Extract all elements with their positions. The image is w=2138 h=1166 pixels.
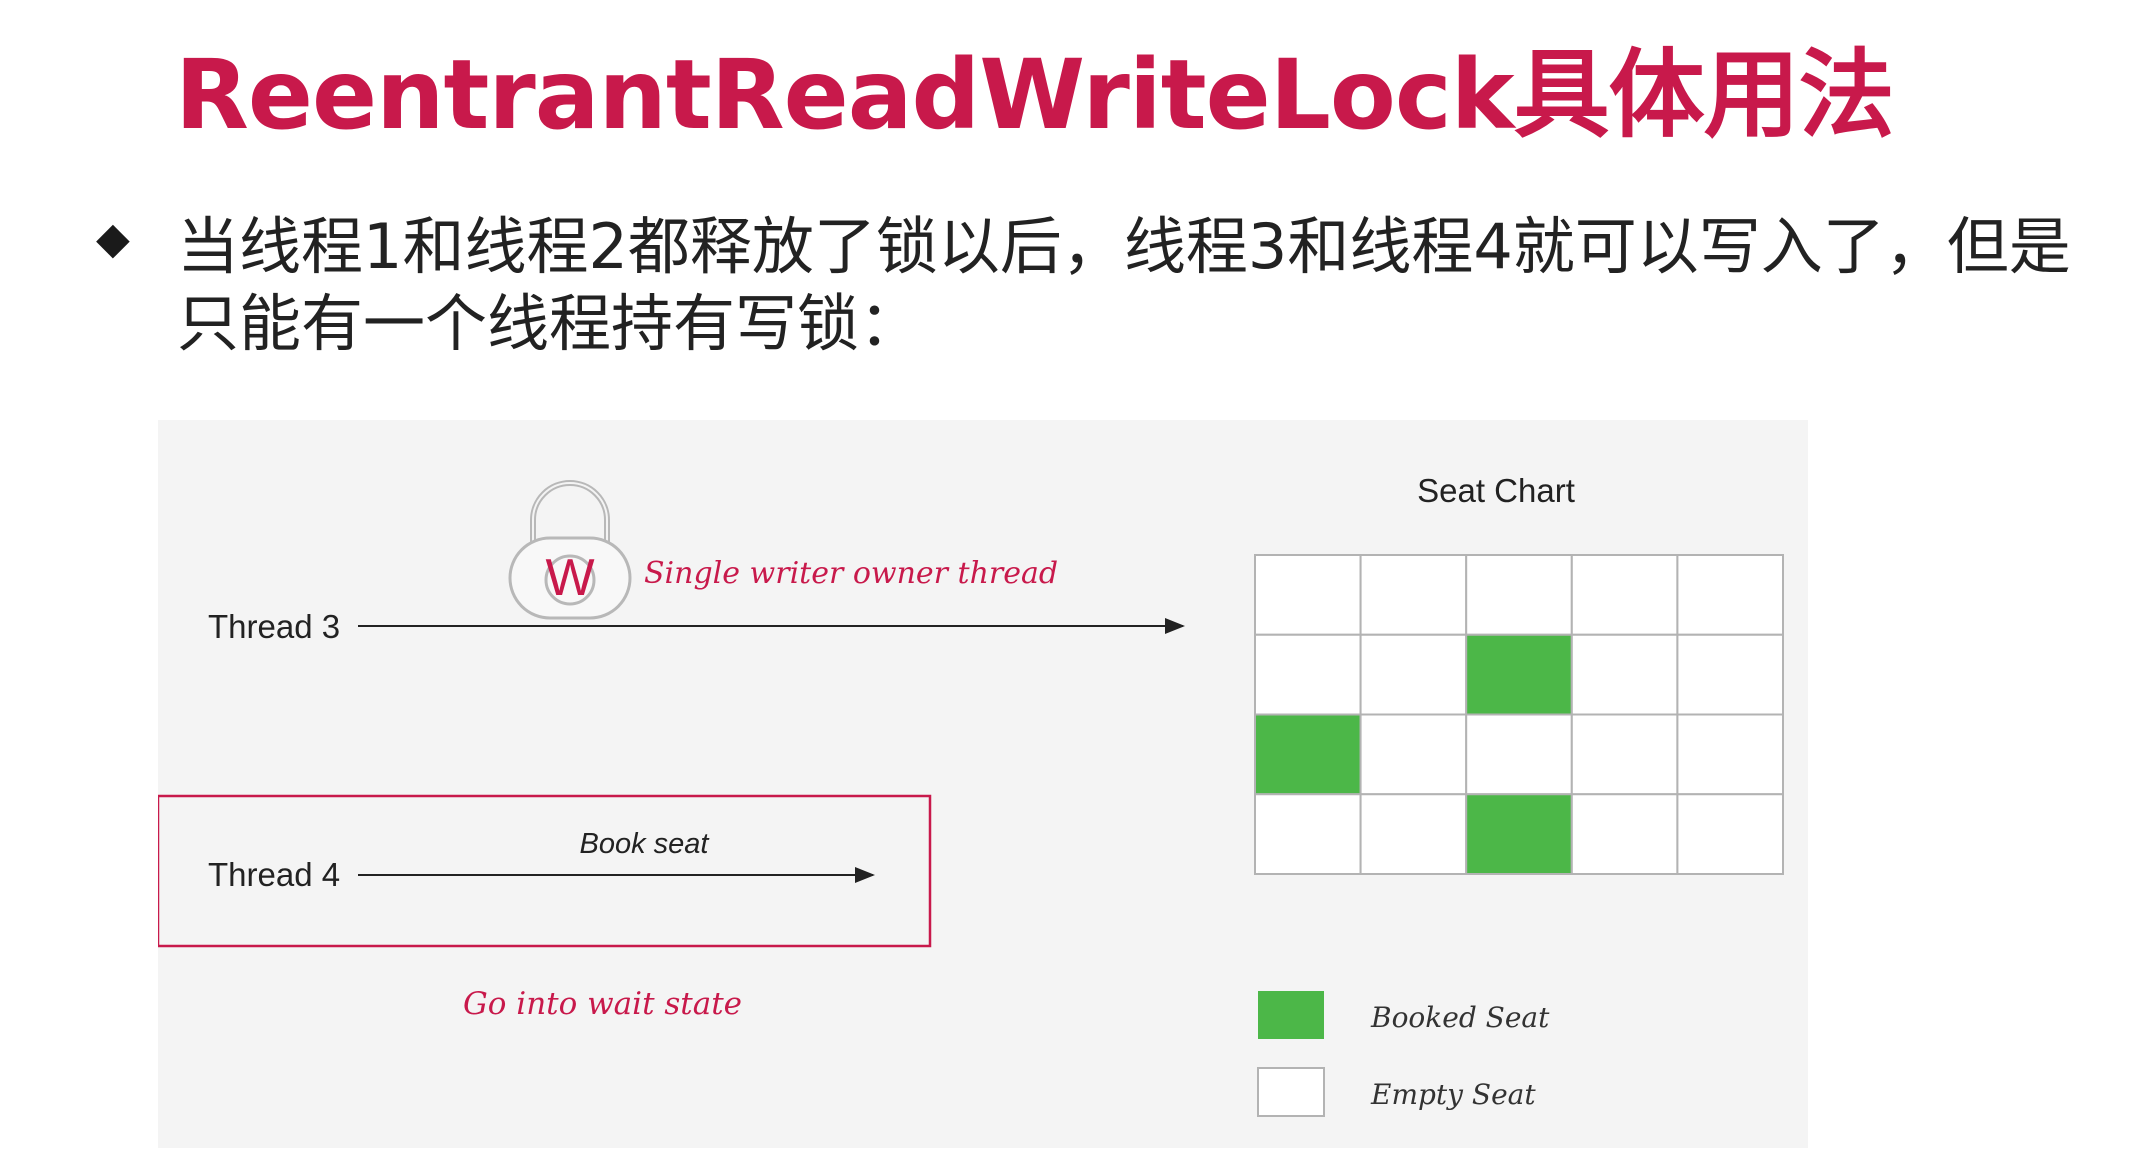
bullet-diamond-icon: ◆ <box>96 213 130 264</box>
thread-4-arrow-label: Book seat <box>580 828 711 860</box>
booked-seat <box>1254 713 1362 796</box>
seat-chart-title: Seat Chart <box>1417 472 1575 509</box>
lock-caption: Single writer owner thread <box>644 556 1058 591</box>
diagram-panel: W Single writer owner thread Thread 3 Th… <box>158 420 1808 1148</box>
page-title: ReentrantReadWriteLock具体用法 <box>175 39 1895 151</box>
empty-seat <box>1676 554 1785 636</box>
bullet-text-line-1: 当线程1和线程2都释放了锁以后，线程3和线程4就可以写入了，但是 <box>177 210 2071 283</box>
legend-booked-swatch <box>1258 991 1324 1039</box>
empty-seat <box>1254 793 1362 875</box>
empty-seat <box>1570 554 1679 636</box>
wait-caption: Go into wait state <box>463 986 742 1022</box>
lock-letter: W <box>545 549 594 607</box>
empty-seat <box>1465 554 1573 636</box>
legend-booked-label: Booked Seat <box>1370 1001 1550 1034</box>
empty-seat <box>1676 793 1785 875</box>
thread-4-label: Thread 4 <box>208 856 340 893</box>
legend-empty-swatch <box>1257 1067 1325 1117</box>
legend-empty-label: Empty Seat <box>1370 1078 1536 1111</box>
booked-seat <box>1465 633 1573 716</box>
thread-3-label: Thread 3 <box>208 608 340 645</box>
empty-seat <box>1570 793 1679 875</box>
empty-seat <box>1359 793 1468 875</box>
empty-seat <box>1254 554 1362 636</box>
seat-grid <box>1254 554 1785 875</box>
write-lock-icon: W <box>508 480 632 620</box>
empty-seat <box>1676 633 1785 716</box>
empty-seat <box>1570 633 1679 716</box>
thread-4-wait-box <box>158 794 932 948</box>
diagram-canvas: W Single writer owner thread Thread 3 Th… <box>158 472 1785 1117</box>
empty-seat <box>1359 713 1468 796</box>
empty-seat <box>1359 633 1468 716</box>
bullet-text: 当线程1和线程2都释放了锁以后，线程3和线程4就可以写入了，但是 只能有一个线程… <box>177 208 2137 362</box>
legend: Booked Seat Empty Seat <box>1257 991 1550 1117</box>
empty-seat <box>1570 713 1679 796</box>
empty-seat <box>1676 713 1785 796</box>
empty-seat <box>1465 713 1573 796</box>
empty-seat <box>1254 633 1362 716</box>
booked-seat <box>1465 793 1573 875</box>
bullet-text-line-2: 只能有一个线程持有写锁： <box>177 287 922 360</box>
empty-seat <box>1359 554 1468 636</box>
